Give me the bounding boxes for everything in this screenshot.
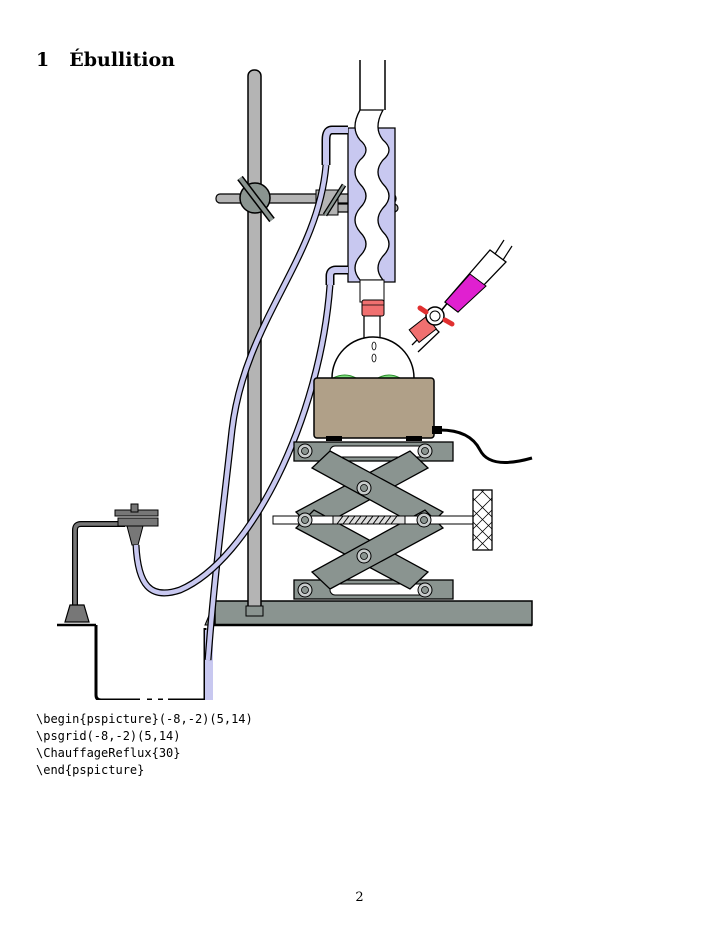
water-drain-pipe (57, 623, 213, 700)
heating-mantle (313, 377, 533, 464)
section-number: 1 (36, 48, 50, 71)
reflux-apparatus-diagram (57, 60, 533, 700)
section-heading: 1 Ébullition (36, 49, 175, 71)
reflux-condenser (321, 60, 396, 303)
code-line: \begin{pspicture}(-8,-2)(5,14) (36, 712, 253, 726)
lab-bench (204, 600, 533, 627)
addition-funnel (408, 239, 513, 344)
lab-jack (272, 441, 493, 600)
code-listing: \begin{pspicture}(-8,-2)(5,14) \psgrid(-… (36, 711, 253, 779)
code-line: \psgrid(-8,-2)(5,14) (36, 729, 181, 743)
code-line: \end{pspicture} (36, 763, 145, 777)
code-line: \ChauffageReflux{30} (36, 746, 181, 760)
water-tap (64, 503, 159, 623)
section-title: Ébullition (69, 48, 175, 71)
page-number: 2 (355, 890, 364, 905)
